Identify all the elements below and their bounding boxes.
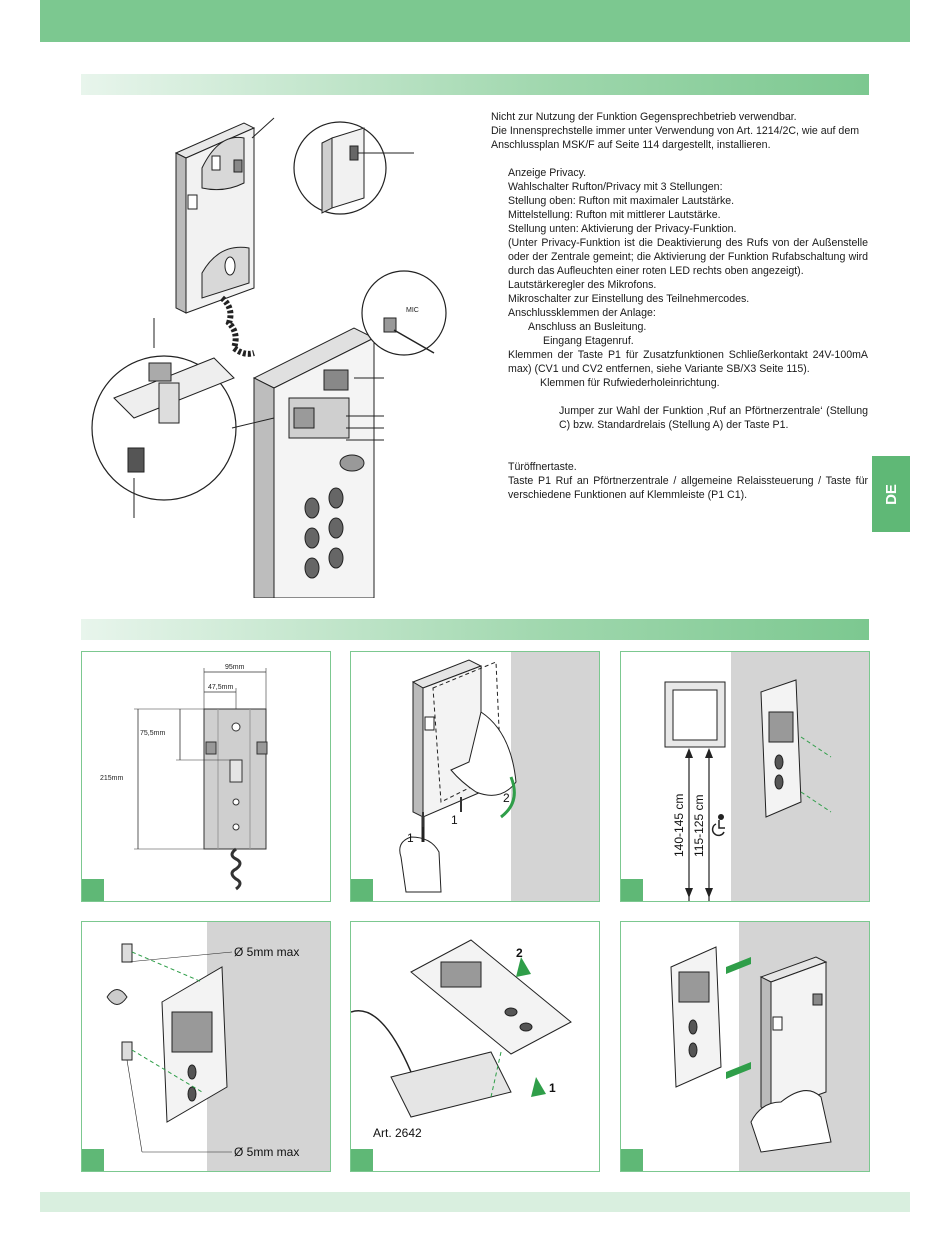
panel-table-mount: 2 1 Art. 2642	[350, 921, 600, 1172]
panel-cover-attach	[620, 921, 870, 1172]
wall-drilling-drawing: Ø 5mm max Ø 5mm max	[106, 922, 330, 1171]
dim-upper: 75,5mm	[140, 730, 165, 737]
footer-band	[40, 1192, 910, 1212]
step-label-1b: 1	[451, 813, 458, 827]
description-text: Nicht zur Nutzung der Funktion Gegenspre…	[491, 110, 868, 502]
item-position-middle: Mittelstellung: Rufton mit mittlerer Lau…	[508, 209, 721, 221]
item-dip-switch: Mikroschalter zur Einstellung des Teilne…	[508, 293, 750, 305]
mic-label: MIC	[406, 307, 419, 314]
panel-wall-drilling: Ø 5mm max Ø 5mm max	[81, 921, 331, 1172]
table-step-2: 2	[516, 946, 523, 960]
intercom-drawing: MIC	[91, 117, 447, 599]
section-bar-installation	[81, 619, 869, 640]
item-privacy-explanation: (Unter Privacy-Funktion ist die Deaktivi…	[508, 237, 868, 277]
section-bar-description	[81, 74, 869, 95]
item-privacy-indicator: Anzeige Privacy.	[508, 167, 587, 179]
height-label-2: 115-125 cm	[692, 795, 706, 857]
mounting-heights-drawing: 140-145 cm 115-125 cm	[664, 652, 869, 901]
article-label: Art. 2642	[373, 1126, 422, 1140]
step-tag-1	[82, 879, 104, 901]
intro-line-1: Nicht zur Nutzung der Funktion Gegenspre…	[491, 111, 797, 123]
wheelchair-icon	[718, 814, 724, 820]
drill-label-top: Ø 5mm max	[234, 945, 299, 959]
jumper-text: Jumper zur Wahl der Funktion ‚Ruf an Pfö…	[559, 405, 868, 431]
item-repeater-terminals: Klemmen für Rufwiederholeinrichtung.	[540, 377, 720, 389]
item-p1-terminals: Klemmen der Taste P1 für Zusatzfunktione…	[508, 349, 868, 375]
door-opener-text: Türöffnertaste.	[508, 461, 577, 473]
panel-cover-removal: 1 1 2	[350, 651, 600, 902]
dim-height: 215mm	[100, 775, 124, 782]
item-mic-volume: Lautstärkeregler des Mikrofons.	[508, 279, 657, 291]
item-floor-call: Eingang Etagenruf.	[543, 335, 634, 347]
height-label-1: 140-145 cm	[672, 794, 686, 857]
panel-mounting-heights: 140-145 cm 115-125 cm	[620, 651, 870, 902]
intro-line-2: Die Innensprechstelle immer unter Verwen…	[491, 125, 860, 151]
item-position-bottom: Stellung unten: Aktivierung der Privacy-…	[508, 223, 737, 235]
step-tag-6	[621, 1149, 643, 1171]
header-band	[40, 0, 910, 42]
panel-dimensions: 95mm 47,5mm 75,5mm 215mm	[81, 651, 331, 902]
item-bus-connection: Anschluss an Busleitung.	[528, 321, 647, 333]
dimensions-drawing: 95mm 47,5mm 75,5mm 215mm	[100, 664, 268, 891]
table-mount-drawing: 2 1 Art. 2642	[351, 939, 572, 1140]
table-step-1: 1	[549, 1081, 556, 1095]
step-label-1a: 1	[407, 831, 414, 845]
step-tag-4	[82, 1149, 104, 1171]
step-tag-3	[621, 879, 643, 901]
dim-width: 95mm	[225, 664, 245, 671]
item-terminals: Anschlussklemmen der Anlage:	[508, 307, 656, 319]
step-label-2: 2	[503, 791, 510, 805]
cover-attach-drawing	[670, 922, 869, 1171]
item-position-top: Stellung oben: Rufton mit maximaler Laut…	[508, 195, 735, 207]
drill-label-bottom: Ø 5mm max	[234, 1145, 299, 1159]
step-tag-5	[351, 1149, 373, 1171]
step-tag-2	[351, 879, 373, 901]
cover-removal-drawing: 1 1 2	[399, 652, 599, 901]
language-tab[interactable]: DE	[872, 456, 910, 532]
dim-half-width: 47,5mm	[208, 684, 233, 691]
intercom-exploded-figure: MIC	[84, 98, 484, 599]
p1-key-text: Taste P1 Ruf an Pförtnerzentrale / allge…	[508, 475, 868, 501]
item-selector-switch: Wahlschalter Rufton/Privacy mit 3 Stellu…	[508, 181, 723, 193]
